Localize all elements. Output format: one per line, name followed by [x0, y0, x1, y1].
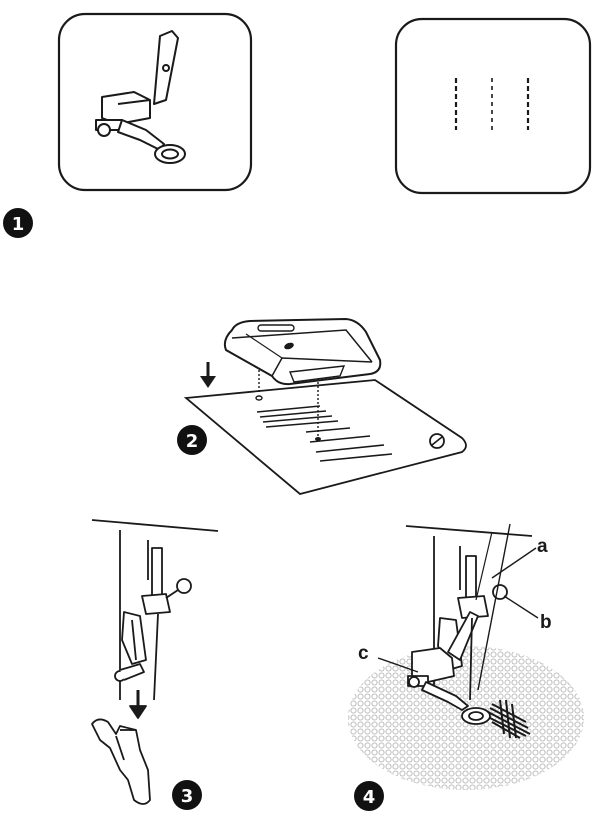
straight-stitch-lines-icon	[454, 78, 530, 132]
step-number: 4	[363, 787, 376, 808]
needle-bar-foot-attach-icon	[91, 519, 219, 805]
step-number: 1	[12, 214, 25, 235]
callout-label-c: c	[358, 643, 369, 664]
panel-stitch-sample	[394, 17, 592, 195]
step-badge-4: 4	[354, 781, 384, 811]
step-number: 3	[181, 786, 194, 807]
callout-label-a: a	[537, 536, 548, 557]
step-badge-2: 2	[177, 425, 207, 455]
panel-darning-foot	[57, 12, 253, 192]
step-badge-1: 1	[3, 208, 33, 238]
feed-cover-plate-icon	[183, 317, 467, 495]
step-badge-3: 3	[172, 780, 202, 810]
down-arrow-icon	[200, 362, 216, 388]
step-number: 2	[186, 431, 199, 452]
callout-label-b: b	[540, 612, 552, 633]
darning-foot-installed-icon	[348, 523, 584, 790]
darning-foot-icon	[95, 30, 186, 164]
